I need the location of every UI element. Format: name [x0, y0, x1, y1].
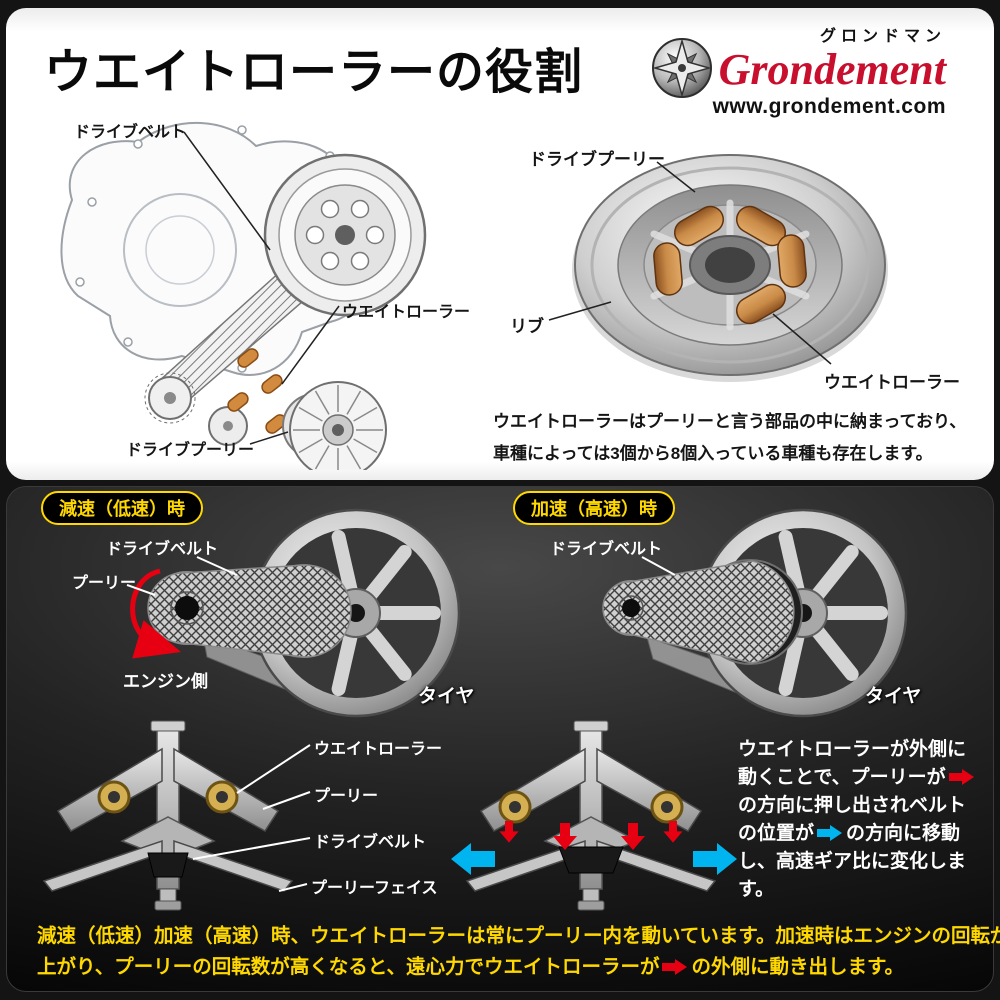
panel-leader-lines [126, 556, 676, 892]
footer-line2: 上がり、プーリーの回転数が高くなると、遠心力でウエイトローラーが の外側に動き出し… [37, 952, 1000, 983]
label-high-tire: タイヤ [865, 686, 922, 707]
right-arrow-red-icon [948, 769, 975, 785]
explanation-part1: ウエイトローラーが外側に動くことで、プーリーが [738, 739, 967, 788]
label-xs-pulley: プーリー [314, 788, 379, 805]
belt-high [602, 560, 795, 664]
badge-low-speed: 減速（低速）時 [41, 491, 203, 525]
label-high-drive-belt: ドライブベルト [550, 541, 663, 558]
label-low-tire: タイヤ [418, 686, 475, 707]
cyan-left-arrow [451, 843, 495, 875]
brand-block: グロンドマン Grondement www.grondement.com [713, 22, 946, 119]
label-xs-drive-belt: ドライブベルト [314, 834, 427, 851]
explanation-part2: の方向に押し出されベルトの位置が [738, 795, 967, 844]
caption-text: ウエイトローラーはプーリーと言う部品の中に納まっており、 車種によっては3個から… [493, 406, 966, 470]
badge-high-speed: 加速（高速）時 [513, 491, 675, 525]
exploded-transmission-diagram-svg [60, 122, 427, 470]
label-photo-weight-roller: ウエイトローラー [824, 373, 960, 392]
label-photo-rib: リブ [510, 317, 544, 336]
footer-line2-a: 上がり、プーリーの回転数が高くなると、遠心力でウエイトローラーが [37, 956, 660, 978]
label-weight-roller: ウエイトローラー [342, 304, 471, 321]
explanation-part3: の方向に移動し、高速ギア比に変化します。 [738, 823, 967, 900]
compass-star-logo-icon [652, 38, 712, 98]
belt-low [147, 564, 352, 658]
right-arrow-red-icon [662, 959, 688, 975]
variator-photo-svg [548, 154, 888, 382]
caption-line2: 車種によっては3個から8個入っている車種も存在します。 [493, 444, 933, 463]
right-arrow-cyan-icon [817, 825, 843, 841]
brand-name: Grondement [718, 45, 946, 94]
label-drive-belt: ドライブベルト [74, 124, 187, 141]
speed-diagrams-svg [43, 487, 995, 911]
footer-summary: 減速（低速）加速（高速）時、ウエイトローラーは常にプーリー内を動いています。加速… [37, 921, 1000, 983]
speed-explainer-panel: 減速（低速）時 加速（高速）時 ドライブベルト プーリー エンジン側 タイヤ ド… [6, 486, 1000, 992]
weight-rollers-photo [653, 205, 807, 325]
brand-url: www.grondement.com [712, 95, 946, 118]
clutch-pulley [263, 153, 427, 317]
explanation-text: ウエイトローラーが外側に動くことで、プーリーがの方向に押し出されベルトの位置がの… [738, 736, 980, 904]
low-speed-diagram [130, 510, 459, 716]
label-engine-side: エンジン側 [123, 672, 208, 691]
high-speed-diagram [602, 510, 906, 716]
page-title: ウエイトローラーの役割 [44, 46, 584, 99]
photo-leader-lines [548, 161, 832, 365]
label-photo-drive-pulley: ドライブプーリー [529, 150, 665, 169]
brand-katakana: グロンドマン [819, 28, 946, 45]
footer-line1: 減速（低速）加速（高速）時、ウエイトローラーは常にプーリー内を動いています。加速… [37, 925, 1000, 947]
cross-section-low [43, 720, 293, 911]
label-xs-weight-roller: ウエイトローラー [314, 741, 443, 758]
cyan-right-arrow [693, 843, 737, 875]
drive-pulley-fan [282, 381, 387, 470]
rotation-arrow-red [130, 568, 181, 659]
top-card: ウエイトローラーの役割 グロンドマン Grondement www.gronde… [6, 8, 994, 480]
caption-line1: ウエイトローラーはプーリーと言う部品の中に納まっており、 [493, 412, 967, 431]
label-low-pulley: プーリー [72, 575, 137, 592]
label-low-drive-belt: ドライブベルト [106, 541, 219, 558]
cross-section-high [451, 720, 737, 911]
label-drive-pulley: ドライブプーリー [126, 442, 255, 459]
leader-lines [183, 131, 340, 445]
footer-line2-b: の外側に動き出します。 [691, 956, 905, 978]
label-xs-pulley-face: プーリーフェイス [311, 880, 438, 897]
weight-rollers [227, 348, 287, 434]
